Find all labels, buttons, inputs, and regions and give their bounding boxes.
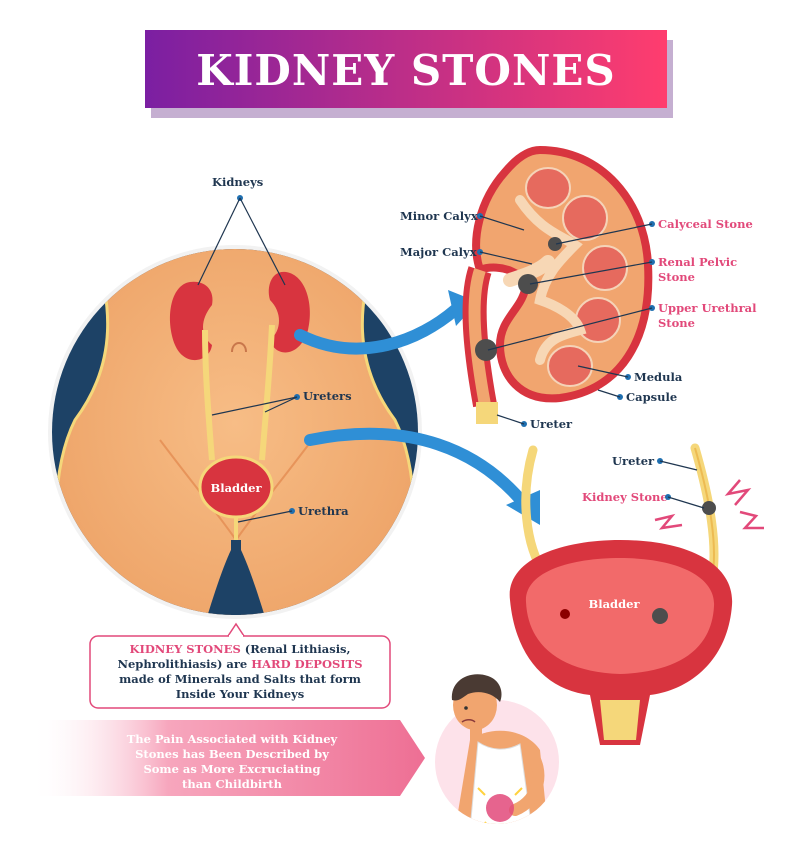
capsule-label: Capsule	[626, 390, 677, 404]
page-title: KIDNEY STONES	[196, 46, 616, 95]
svg-text:KIDNEY STONES (Renal Lithiasis: KIDNEY STONES (Renal Lithiasis,	[129, 642, 350, 656]
calyceal-stone-label: Calyceal Stone	[658, 217, 753, 231]
ureter-label-kidney: Ureter	[530, 417, 573, 431]
pain-note-line3: Some as More Excruciating	[143, 762, 320, 776]
kidney-cross-section	[462, 145, 653, 424]
pain-note-band: The Pain Associated with Kidney Stones h…	[30, 720, 425, 796]
minor-calyx-label: Minor Calyx	[400, 209, 478, 223]
kidney-labels: Minor Calyx Major Calyx Calyceal Stone R…	[400, 209, 757, 431]
person-in-pain-illustration	[435, 674, 559, 824]
pain-note-line2: Stones has Been Described by	[135, 747, 329, 761]
definition-line1-rest: (Renal Lithiasis,	[241, 642, 351, 656]
bladder-label: Bladder	[211, 481, 263, 495]
definition-hard-deposits: HARD DEPOSITS	[251, 657, 362, 671]
definition-line2-start: Nephrolithiasis) are	[117, 657, 251, 671]
definition-box: KIDNEY STONES (Renal Lithiasis, Nephroli…	[89, 622, 391, 709]
upper-urethral-stone-label-2: Stone	[658, 316, 695, 330]
bladder-cross-section	[509, 443, 764, 745]
title-banner: KIDNEY STONES	[145, 30, 673, 118]
renal-pelvic-stone-label-2: Stone	[658, 270, 695, 284]
definition-term: KIDNEY STONES	[129, 642, 240, 656]
svg-text:Nephrolithiasis) are HARD DEPO: Nephrolithiasis) are HARD DEPOSITS	[117, 657, 362, 671]
pain-note-line4: than Childbirth	[182, 777, 283, 791]
urethra-label: Urethra	[298, 504, 349, 518]
body-labels: Kidneys Ureters Bladder Urethra	[197, 175, 352, 523]
bladder-section-label: Bladder	[589, 597, 641, 611]
definition-line3: made of Minerals and Salts that form	[119, 672, 361, 686]
renal-pelvic-stone-label-1: Renal Pelvic	[658, 255, 737, 269]
upper-urethral-stone-label-1: Upper Urethral	[658, 301, 757, 315]
kidney-stone-label: Kidney Stone	[582, 490, 668, 504]
kidneys-label: Kidneys	[212, 175, 263, 189]
body-circle	[48, 245, 422, 619]
ureter-label-bladder: Ureter	[612, 454, 655, 468]
pain-note-line1: The Pain Associated with Kidney	[127, 732, 338, 746]
pain-flash-icon	[654, 479, 764, 530]
major-calyx-label: Major Calyx	[400, 245, 477, 259]
bladder-labels: Ureter Kidney Stone Bladder	[582, 454, 705, 611]
definition-line4: Inside Your Kidneys	[176, 687, 305, 701]
medula-label: Medula	[634, 370, 683, 384]
ureters-label: Ureters	[303, 389, 352, 403]
